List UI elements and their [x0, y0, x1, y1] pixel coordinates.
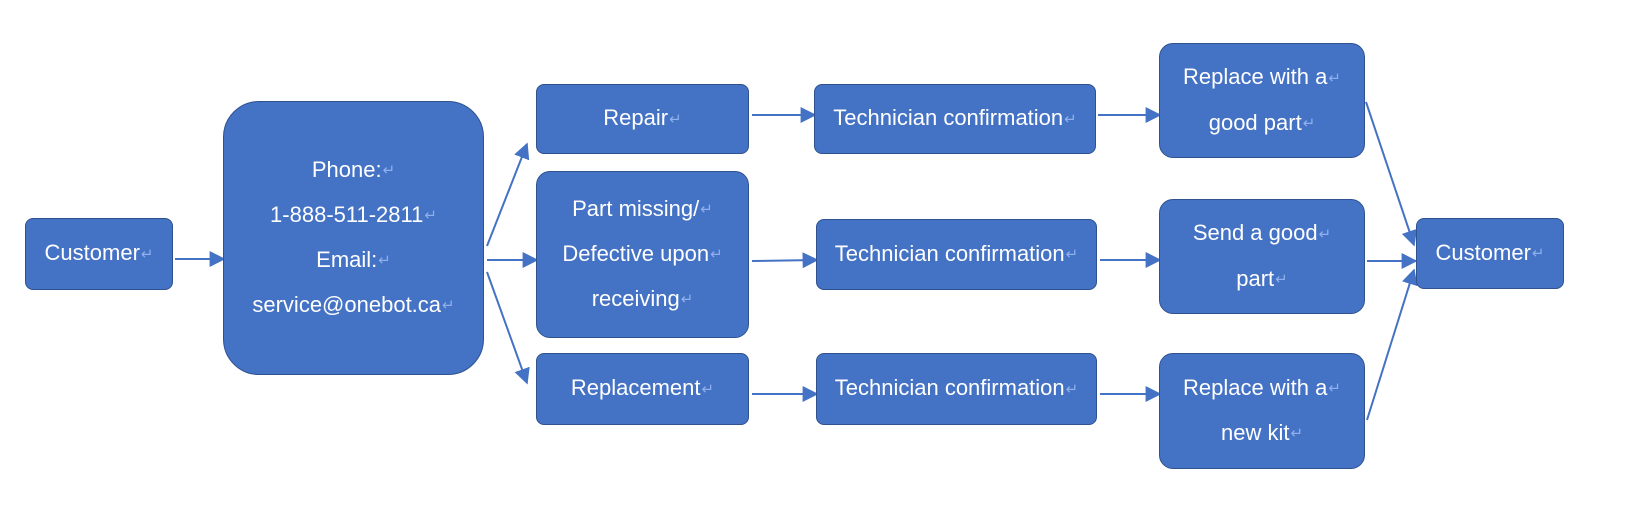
paragraph-mark-icon: ↵	[1531, 245, 1545, 263]
paragraph-mark-icon: ↵	[1064, 110, 1077, 128]
node-text-line: Replace with a↵	[1183, 366, 1341, 411]
node-text-line: Defective upon↵	[562, 232, 722, 277]
node-text: Phone:	[311, 156, 382, 182]
arrow-contact-to-replacement	[486, 271, 530, 385]
paragraph-mark-icon: ↵	[140, 245, 154, 263]
paragraph-mark-icon: ↵	[1275, 270, 1288, 288]
send-good-part-node: Send a good↵part↵	[1159, 199, 1365, 314]
node-text: Technician confirmation	[834, 375, 1065, 401]
replace-good-part-node: Replace with a↵good part↵	[1159, 43, 1365, 158]
paragraph-mark-icon: ↵	[1290, 425, 1304, 443]
paragraph-mark-icon: ↵	[378, 252, 391, 270]
paragraph-mark-icon: ↵	[701, 380, 715, 398]
node-text-line: 1-888-511-2811↵	[270, 193, 437, 238]
arrow-replace-new-kit-to-customer	[1366, 268, 1418, 421]
node-text: Replacement	[570, 375, 701, 401]
contact-info-node: Phone:↵1-888-511-2811↵Email:↵service@one…	[223, 101, 484, 375]
node-text: Technician confirmation	[834, 240, 1065, 266]
paragraph-mark-icon: ↵	[680, 291, 694, 309]
node-text-line: Technician confirmation↵	[835, 373, 1078, 404]
node-text: Replace with a	[1183, 64, 1328, 90]
node-text-line: Replacement↵	[571, 373, 714, 404]
paragraph-mark-icon: ↵	[710, 246, 723, 264]
node-text: Send a good	[1192, 220, 1318, 246]
node-text: Technician confirmation	[833, 105, 1064, 131]
node-text-line: good part↵	[1209, 101, 1316, 146]
customer-start-node: Customer↵	[25, 218, 173, 290]
paragraph-mark-icon: ↵	[1065, 380, 1079, 398]
arrow-contact-to-repair	[486, 142, 530, 247]
node-text-line: part↵	[1236, 257, 1288, 302]
node-text: part	[1236, 265, 1275, 291]
paragraph-mark-icon: ↵	[1328, 69, 1341, 87]
node-text-line: Send a good↵	[1193, 211, 1331, 256]
paragraph-mark-icon: ↵	[1302, 114, 1316, 132]
node-text: Defective upon	[562, 240, 710, 266]
node-text-line: service@onebot.ca↵	[252, 283, 454, 328]
paragraph-mark-icon: ↵	[700, 200, 713, 218]
node-text-line: Replace with a↵	[1183, 55, 1341, 100]
node-text-line: Customer↵	[45, 238, 154, 269]
node-text-line: Customer↵	[1436, 238, 1545, 269]
customer-end-node: Customer↵	[1416, 218, 1564, 289]
arrow-part-missing-to-tech-mid	[751, 252, 819, 269]
node-text: 1-888-511-2811	[270, 201, 424, 227]
node-text-line: Email:↵	[316, 238, 391, 283]
technician-confirmation-middle-node: Technician confirmation↵	[816, 219, 1097, 290]
node-text: service@onebot.ca	[252, 292, 442, 318]
node-text-line: Technician confirmation↵	[835, 239, 1078, 270]
technician-confirmation-bottom-node: Technician confirmation↵	[816, 353, 1097, 425]
node-text: Part missing/	[572, 195, 700, 221]
paragraph-mark-icon: ↵	[669, 110, 682, 128]
replacement-node: Replacement↵	[536, 353, 749, 425]
paragraph-mark-icon: ↵	[442, 297, 455, 315]
repair-node: Repair↵	[536, 84, 749, 154]
node-text: Email:	[316, 247, 378, 272]
node-text-line: Phone:↵	[312, 148, 395, 193]
node-text: Customer	[1435, 239, 1531, 265]
node-text-line: Repair↵	[603, 103, 681, 134]
node-text: receiving	[591, 286, 680, 312]
node-text-line: receiving↵	[592, 277, 694, 322]
paragraph-mark-icon: ↵	[1328, 380, 1341, 397]
replace-new-kit-node: Replace with a↵new kit↵	[1159, 353, 1365, 469]
node-text: new kit	[1220, 420, 1290, 445]
part-missing-node: Part missing/↵Defective upon↵receiving↵	[536, 171, 749, 338]
paragraph-mark-icon: ↵	[1065, 246, 1079, 264]
paragraph-mark-icon: ↵	[424, 207, 437, 224]
node-text: good part	[1208, 109, 1302, 135]
paragraph-mark-icon: ↵	[1318, 225, 1332, 243]
arrow-replace-good-part-to-customer	[1365, 101, 1418, 247]
node-text: Customer	[44, 240, 140, 266]
paragraph-mark-icon: ↵	[382, 161, 396, 179]
node-text: Repair	[603, 105, 669, 131]
node-text-line: Part missing/↵	[572, 187, 713, 232]
technician-confirmation-top-node: Technician confirmation↵	[814, 84, 1096, 154]
node-text: Replace with a	[1183, 374, 1328, 400]
node-text-line: Technician confirmation↵	[833, 103, 1076, 134]
node-text-line: new kit↵	[1221, 411, 1303, 456]
